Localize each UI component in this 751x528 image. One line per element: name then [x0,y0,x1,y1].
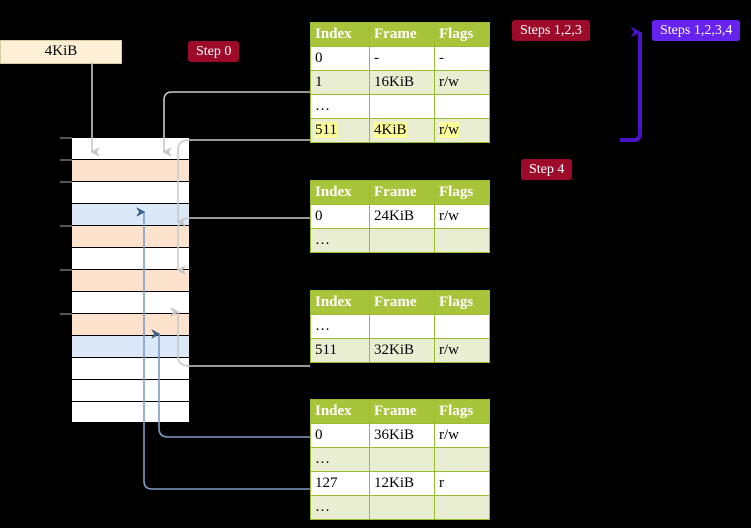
column-header-frame: Frame [369,290,435,315]
connector-t3-row511-to-memory [178,312,310,367]
memory-frame-row [71,269,190,291]
table-cell-frm: 24KiB [369,204,435,229]
table-row: … [310,314,490,339]
memory-frame-row [71,313,190,335]
memory-frame-row [71,203,190,225]
table-cell-frm: 12KiB [369,471,435,496]
table-row: … [310,94,490,119]
column-header-flags: Flags [434,399,490,424]
table-cell-frm: 4KiB [369,118,435,143]
table-cell-flg: r/w [434,423,490,448]
table-cell-frm [369,447,435,472]
table-row: 0-- [310,46,490,71]
table-cell-idx: 1 [310,70,370,95]
table-row: … [310,228,490,253]
badge-step-4: Step 4 [521,159,573,180]
table-cell-flg: - [434,46,490,71]
table-cell-flg: r/w [434,204,490,229]
table-cell-idx: … [310,314,370,339]
table-cell-idx: 511 [310,118,370,143]
badge-step-0: Step 0 [188,41,240,62]
table-cell-frm: 16KiB [369,70,435,95]
memory-frame-row [71,225,190,247]
memory-tick-mark [60,181,72,183]
table-cell-flg: r/w [434,338,490,363]
column-header-index: Index [310,290,370,315]
column-header-frame: Frame [369,399,435,424]
table-cell-frm: 32KiB [369,338,435,363]
badge-steps-123: Steps 1,2,3 [512,20,590,41]
column-header-frame: Frame [369,22,435,47]
table-cell-idx: 0 [310,204,370,229]
column-header-index: Index [310,399,370,424]
memory-frame-row [71,137,190,159]
table-row: … [310,447,490,472]
column-header-index: Index [310,180,370,205]
table-cell-flg [434,94,490,119]
connector-steps-bracket [620,26,642,142]
column-header-index: Index [310,22,370,47]
table-cell-frm: - [369,46,435,71]
size-box-4kib: 4KiB [0,40,122,64]
table-cell-flg [434,314,490,339]
table-cell-idx: 0 [310,46,370,71]
memory-frame-row [71,159,190,181]
column-header-flags: Flags [434,180,490,205]
table-cell-idx: 511 [310,338,370,363]
memory-frame-row [71,291,190,313]
table-cell-idx: 127 [310,471,370,496]
table-cell-frm: 36KiB [369,423,435,448]
highlighted-value: 511 [315,122,337,138]
memory-frame-row [71,379,190,401]
size-box-label: 4KiB [44,43,78,59]
table-row: … [310,495,490,520]
table-cell-frm [369,314,435,339]
table-cell-frm [369,495,435,520]
memory-tick-mark [60,269,72,271]
table-cell-idx: … [310,94,370,119]
table-cell-idx: … [310,228,370,253]
column-header-flags: Flags [434,22,490,47]
memory-tick-mark [60,159,72,161]
column-header-frame: Frame [369,180,435,205]
badge-steps-1234: Steps 1,2,3,4 [652,20,741,41]
table-cell-idx: 0 [310,423,370,448]
memory-tick-mark [60,313,72,315]
memory-frame-row [71,181,190,203]
table-cell-flg: r/w [434,118,490,143]
table-row: 511 4KiB r/w [310,118,490,143]
table-cell-flg [434,228,490,253]
table-cell-flg: r/w [434,70,490,95]
table-cell-idx: … [310,495,370,520]
table-cell-flg [434,447,490,472]
memory-frame-row [71,401,190,423]
table-cell-frm [369,228,435,253]
highlighted-value: r/w [439,122,459,138]
table-cell-flg: r [434,471,490,496]
memory-tick-mark [60,225,72,227]
memory-frame-row [71,247,190,269]
table-cell-frm [369,94,435,119]
memory-frame-row [71,335,190,357]
table-cell-idx: … [310,447,370,472]
table-cell-flg [434,495,490,520]
column-header-flags: Flags [434,290,490,315]
memory-tick-mark [60,137,72,139]
highlighted-value: 4KiB [374,122,407,138]
physical-memory-column [60,137,190,423]
memory-frame-row [71,357,190,379]
